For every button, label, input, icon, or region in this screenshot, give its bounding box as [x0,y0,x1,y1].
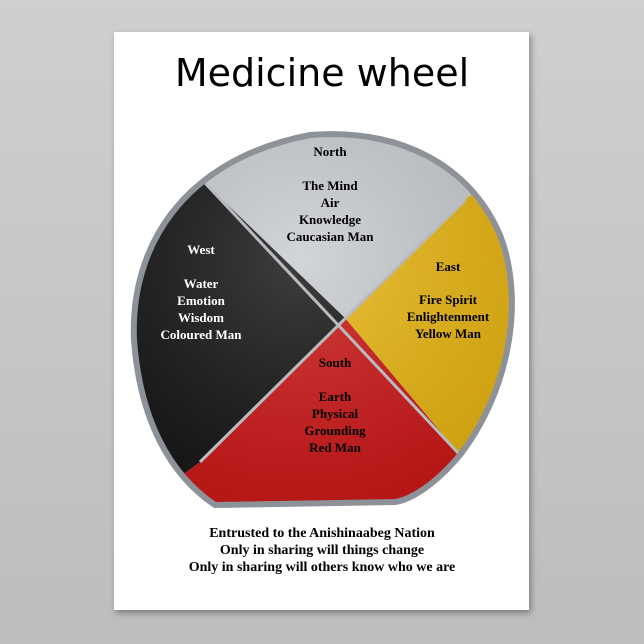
east-heading: East [436,259,461,274]
north-line: The Mind [302,178,358,193]
west-heading: West [187,242,215,257]
page-title: Medicine wheel [174,51,470,95]
caption-line: Entrusted to the Anishinaabeg Nation [209,526,435,541]
divider-line [198,198,467,464]
east-line: Yellow Man [415,326,482,341]
caption-line: Only in sharing will things change [219,543,425,558]
caption-line: Only in sharing will others know who we … [188,560,456,575]
south-line: Earth [319,389,352,404]
divider-line [203,181,462,457]
west-line: Wisdom [178,310,224,325]
south-line: Red Man [309,440,361,455]
south-line: Physical [312,406,359,421]
west-line: Coloured Man [160,327,242,342]
wheel-rim [130,131,515,509]
west-line: Water [184,276,219,291]
north-line: Knowledge [299,212,361,227]
north-heading: North [313,144,347,159]
east-line: Fire Spirit [419,292,478,307]
east-line: Enlightenment [407,309,490,324]
west-line: Emotion [177,293,225,308]
north-line: Caucasian Man [286,229,374,244]
north-line: Air [321,195,340,210]
south-line: Grounding [304,423,366,438]
south-heading: South [319,355,352,370]
